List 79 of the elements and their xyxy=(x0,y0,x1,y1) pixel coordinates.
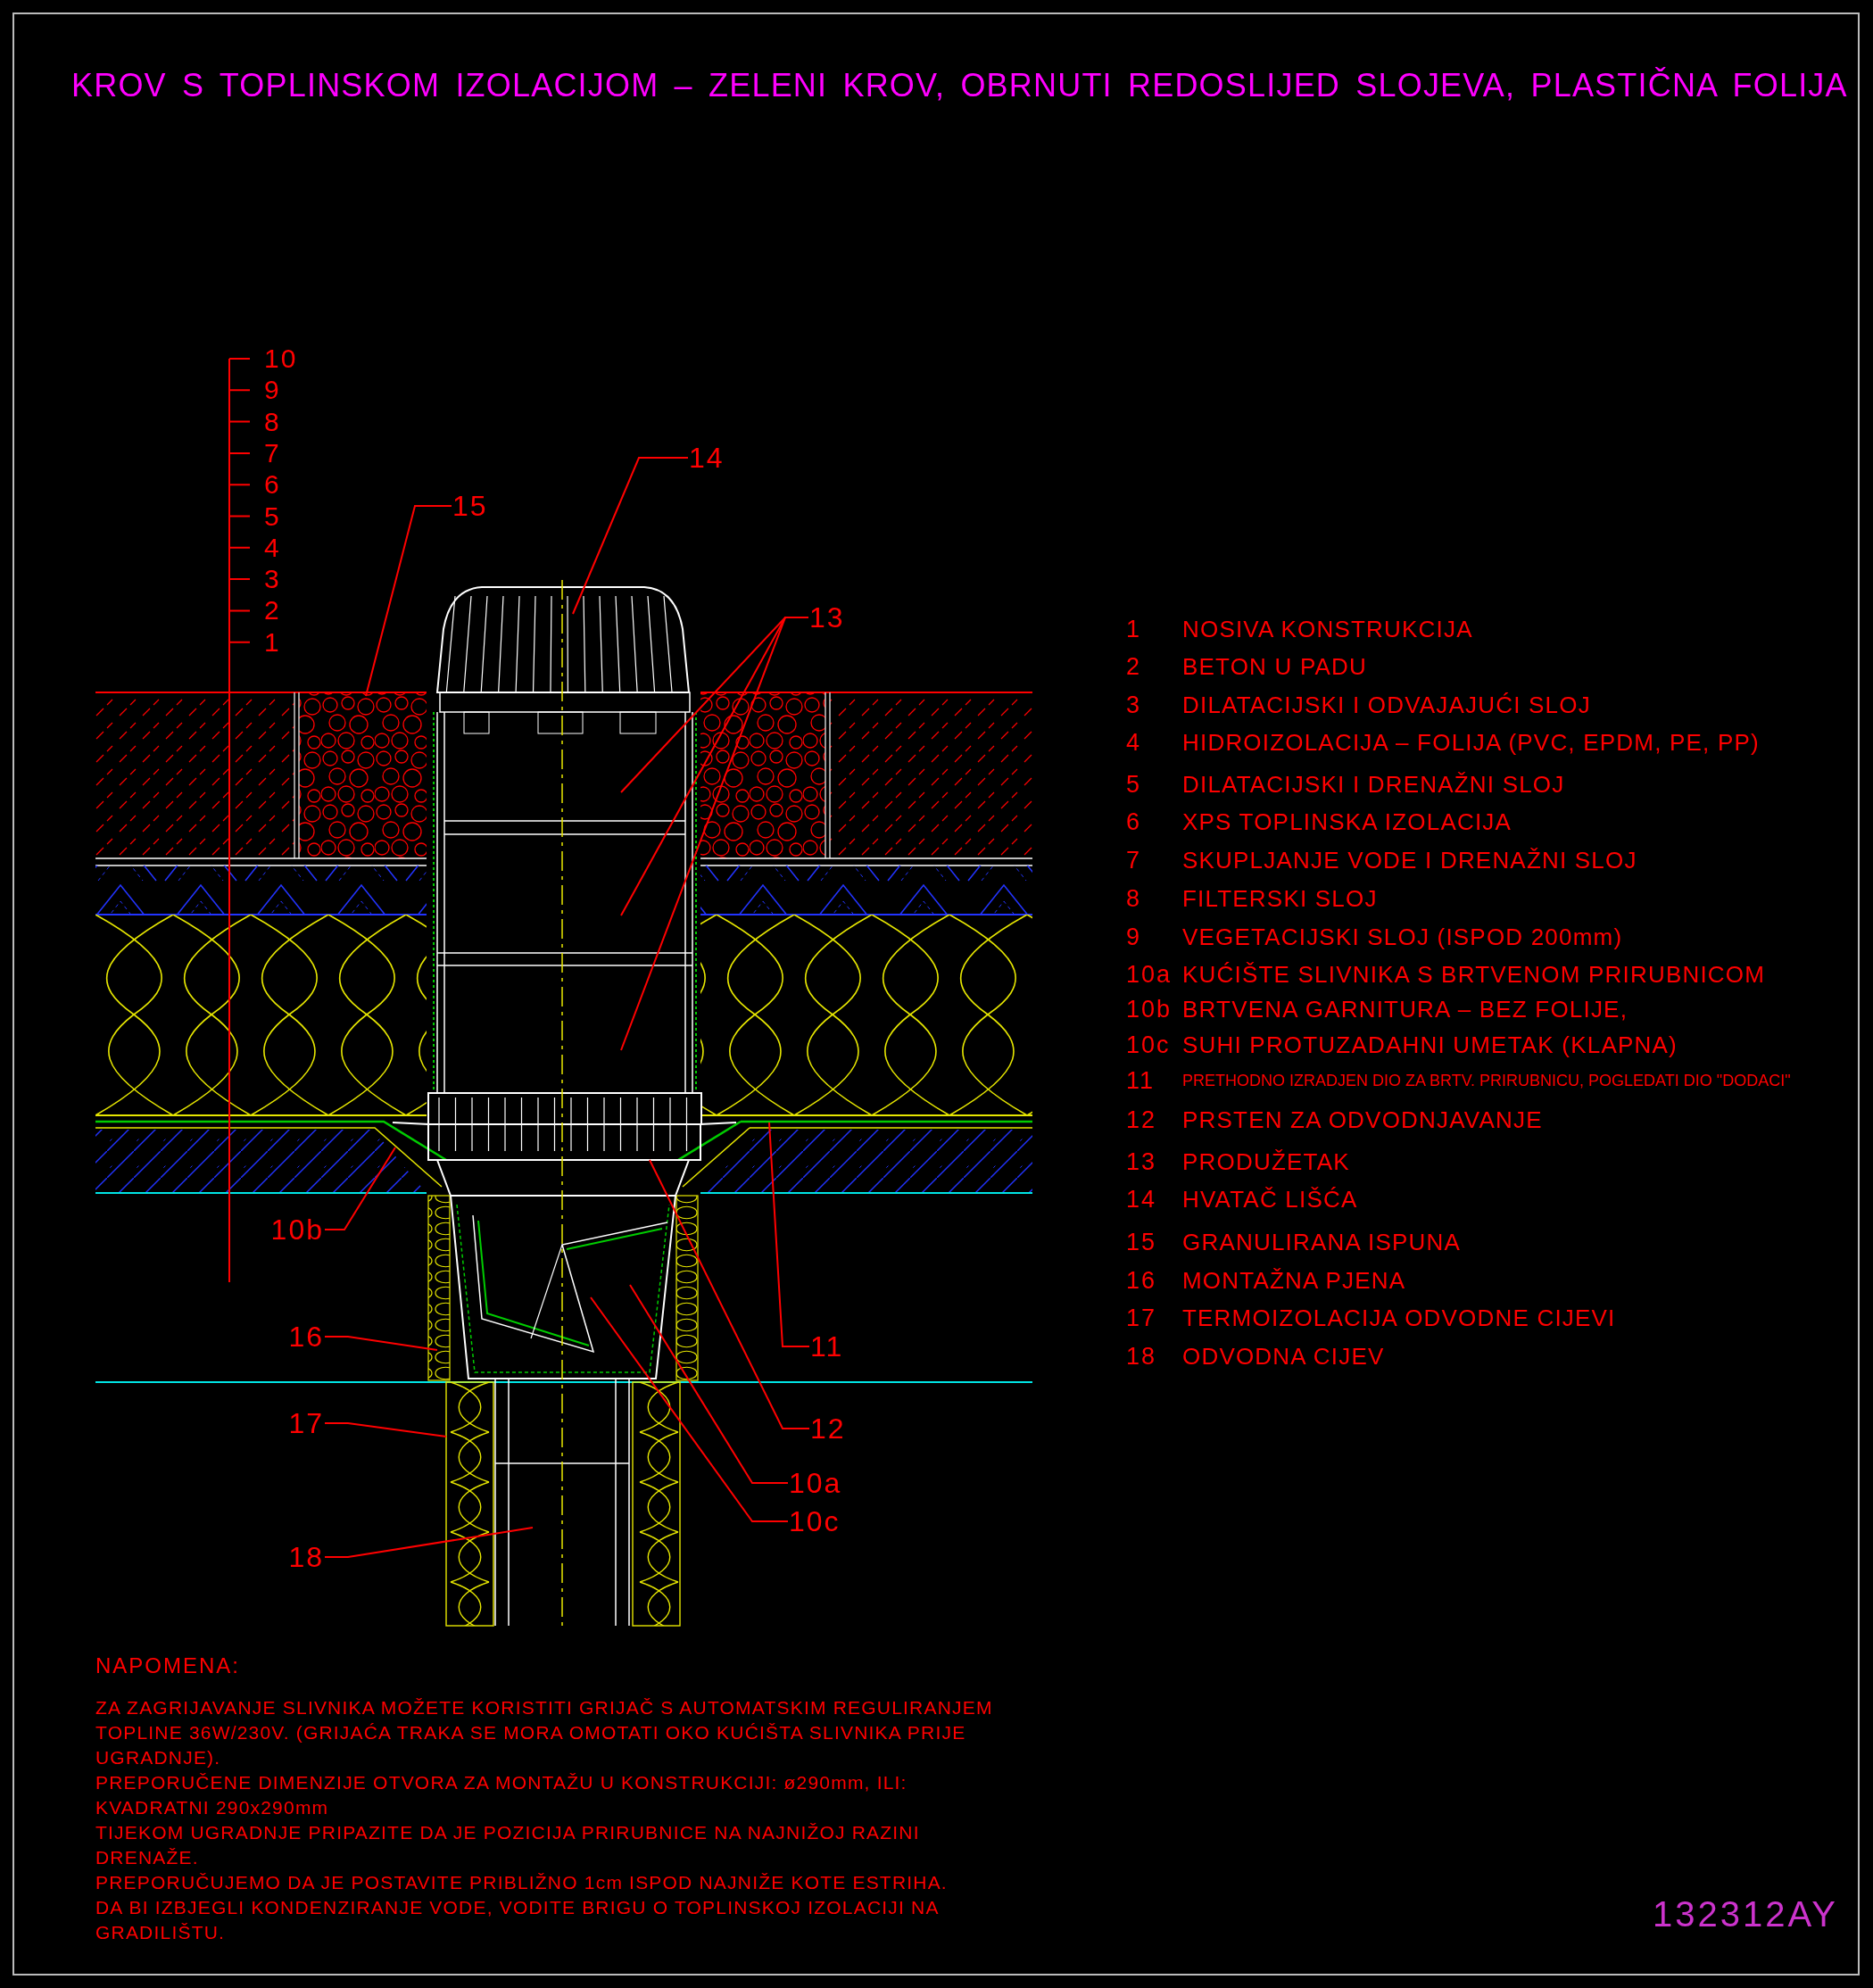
callout-number: 12 xyxy=(810,1414,846,1443)
drawing-number: 132312AY xyxy=(1653,1896,1838,1932)
item-description: KUĆIŠTE SLIVNIKA S BRTVENOM PRIRUBNICOM xyxy=(1182,963,1766,986)
item-description: DILATACIJSKI I DRENAŽNI SLOJ xyxy=(1182,773,1565,796)
note-heading: NAPOMENA: xyxy=(95,1655,241,1677)
item-description: BETON U PADU xyxy=(1182,655,1368,678)
scale-number: 2 xyxy=(264,597,281,625)
item-description: XPS TOPLINSKA IZOLACIJA xyxy=(1182,810,1512,833)
item-number: 15 xyxy=(1126,1230,1157,1255)
scale-number: 10 xyxy=(264,345,298,372)
item-description: DILATACIJSKI I ODVAJAJUĆI SLOJ xyxy=(1182,693,1591,717)
item-description: BRTVENA GARNITURA – BEZ FOLIJE, xyxy=(1182,998,1629,1021)
leader-line xyxy=(768,1122,810,1347)
leader-line xyxy=(649,1159,810,1429)
item-description: MONTAŽNA PJENA xyxy=(1182,1269,1406,1292)
item-number: 2 xyxy=(1126,655,1142,679)
item-description: TERMOIZOLACIJA ODVODNE CIJEVI xyxy=(1182,1306,1616,1329)
item-number: 13 xyxy=(1126,1150,1157,1174)
callout-number: 14 xyxy=(689,443,725,472)
scale-number: 1 xyxy=(264,628,281,656)
note-paragraph: DA BI IZBJEGLI KONDENZIRANJE VODE, VODITE BRIGU O TOPLINSKOJ IZOLACIJI NA GRADILIŠTU. xyxy=(95,1896,940,1944)
leader-line xyxy=(572,457,689,615)
item-number: 10a xyxy=(1126,963,1173,987)
callout-number: 15 xyxy=(452,492,488,520)
item-description: PRETHODNO IZRADJEN DIO ZA BRTV. PRIRUBNICU, POGLEDATI DIO "DODACI" xyxy=(1182,1073,1791,1089)
item-number: 12 xyxy=(1126,1108,1157,1132)
callout-number: 13 xyxy=(809,603,845,632)
item-number: 3 xyxy=(1126,693,1142,717)
item-number: 16 xyxy=(1126,1269,1157,1293)
item-number: 1 xyxy=(1126,617,1142,642)
note-paragraph: ZA ZAGRIJAVANJE SLIVNIKA MOŽETE KORISTITI GRIJAČ S AUTOMATSKIM REGULIRANJEM TOPLINE 36W/230V. (GRIJAĆA TRAKA SE MORA OMOTATI OKO KUĆIŠTA SLIVNIKA PRIJE UGRADNJE). xyxy=(95,1696,994,1769)
callout-number: 10b xyxy=(270,1215,324,1244)
callout-number: 16 xyxy=(288,1322,324,1351)
item-number: 14 xyxy=(1126,1188,1157,1212)
leader-line xyxy=(629,1284,789,1484)
callout-number: 10a xyxy=(789,1469,842,1497)
leader-line xyxy=(365,505,452,697)
leader-line xyxy=(324,1527,534,1558)
note-paragraph: PREPORUČUJEMO DA JE POSTAVITE PRIBLIŽNO 1cm ISPOD NAJNIŽE KOTE ESTRIHA. xyxy=(95,1871,949,1894)
item-description: SKUPLJANJE VODE I DRENAŽNI SLOJ xyxy=(1182,849,1637,872)
item-number: 6 xyxy=(1126,810,1142,834)
callout-number: 17 xyxy=(288,1409,324,1437)
item-description: ODVODNA CIJEV xyxy=(1182,1345,1385,1368)
item-number: 18 xyxy=(1126,1345,1157,1369)
scale-number: 7 xyxy=(264,439,281,467)
item-number: 10c xyxy=(1126,1033,1171,1057)
item-number: 11 xyxy=(1126,1069,1156,1093)
scale-number: 9 xyxy=(264,377,281,404)
item-description: HVATAČ LIŠĆA xyxy=(1182,1188,1358,1211)
scale-number: 6 xyxy=(264,471,281,499)
item-number: 8 xyxy=(1126,887,1142,911)
note-paragraph: PREPORUČENE DIMENZIJE OTVORA ZA MONTAŽU U KONSTRUKCIJI: ø290mm, ILI: KVADRATNI 290x290mm xyxy=(95,1771,908,1819)
item-number: 9 xyxy=(1126,925,1142,949)
leader-line xyxy=(620,617,809,1051)
leader-line xyxy=(590,1296,789,1522)
scale-number: 5 xyxy=(264,502,281,530)
scale-number: 3 xyxy=(264,566,281,593)
scale-number: 4 xyxy=(264,534,281,561)
item-description: NOSIVA KONSTRUKCIJA xyxy=(1182,617,1473,641)
scale-number: 8 xyxy=(264,408,281,435)
callout-number: 10c xyxy=(789,1507,841,1536)
item-description: VEGETACIJSKI SLOJ (ISPOD 200mm) xyxy=(1182,925,1623,948)
item-description: SUHI PROTUZADAHNI UMETAK (KLAPNA) xyxy=(1182,1033,1678,1056)
item-description: PRODUŽETAK xyxy=(1182,1150,1350,1173)
callout-number: 18 xyxy=(288,1543,324,1571)
note-paragraph: TIJEKOM UGRADNJE PRIPAZITE DA JE POZICIJA PRIRUBNICE NA NAJNIŽOJ RAZINI DRENAŽE. xyxy=(95,1821,921,1869)
item-description: FILTERSKI SLOJ xyxy=(1182,887,1378,910)
item-number: 4 xyxy=(1126,731,1142,755)
item-number: 7 xyxy=(1126,849,1142,873)
leader-line xyxy=(324,1336,438,1351)
callout-number: 11 xyxy=(810,1332,844,1361)
item-number: 10b xyxy=(1126,998,1173,1022)
item-number: 17 xyxy=(1126,1306,1157,1330)
item-description: HIDROIZOLACIJA – FOLIJA (PVC, EPDM, PE, PP) xyxy=(1182,731,1760,754)
item-description: PRSTEN ZA ODVODNJAVANJE xyxy=(1182,1108,1543,1131)
leader-line xyxy=(324,1147,396,1230)
item-number: 5 xyxy=(1126,773,1142,797)
item-description: GRANULIRANA ISPUNA xyxy=(1182,1230,1461,1254)
leader-line xyxy=(324,1422,447,1437)
